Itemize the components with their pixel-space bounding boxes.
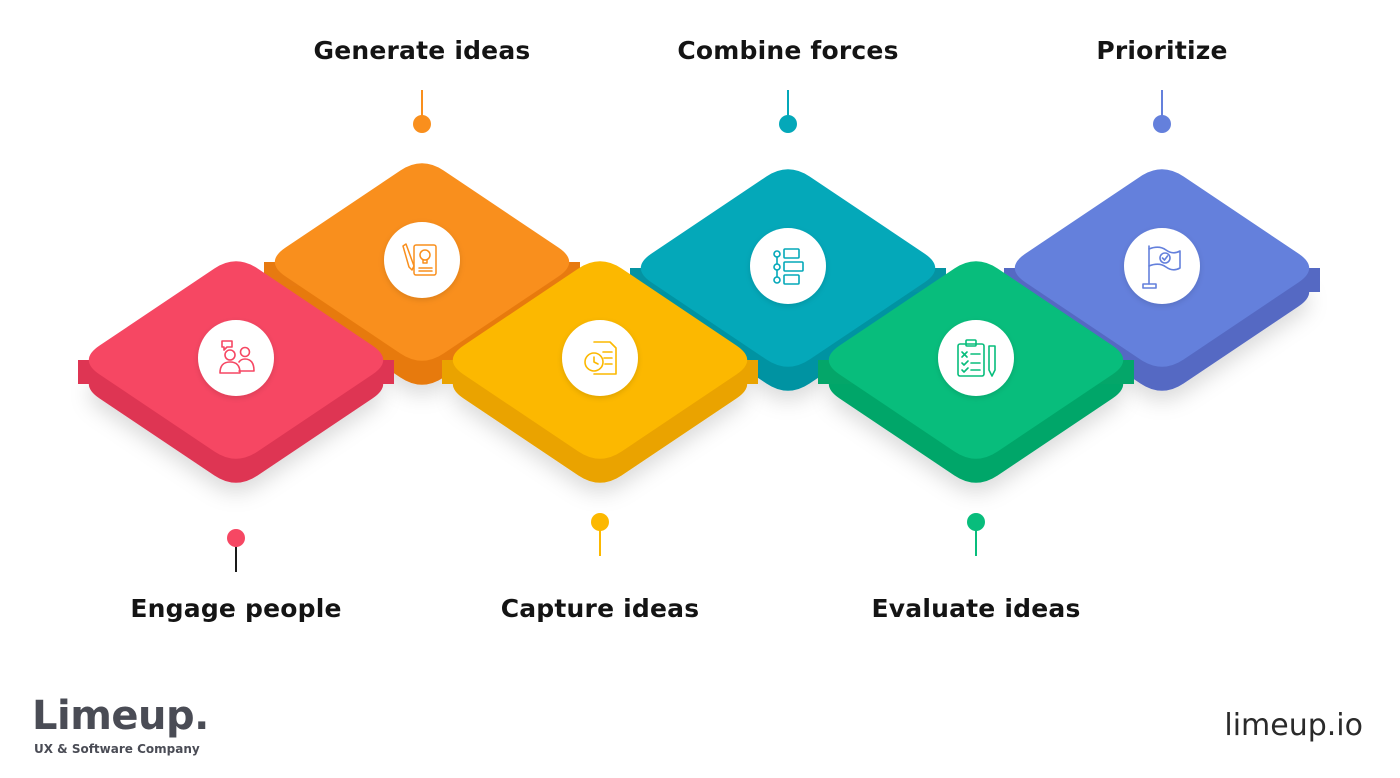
- connector-capture-ideas: [591, 513, 609, 556]
- icon-badge-engage-people: [198, 320, 274, 396]
- icon-badge-generate-ideas: [384, 222, 460, 298]
- logo-tagline: UX & Software Company: [34, 742, 200, 756]
- tile-generate-ideas: [264, 163, 580, 385]
- icon-badge-combine-forces: [750, 228, 826, 304]
- connector-dot: [1153, 115, 1171, 133]
- idea-document-icon: [402, 243, 437, 276]
- icon-badge-prioritize: [1124, 228, 1200, 304]
- people-chat-icon: [219, 340, 255, 374]
- step-label-engage-people: Engage people: [130, 594, 342, 623]
- step-label-prioritize: Prioritize: [1096, 36, 1228, 65]
- connector-evaluate-ideas: [967, 513, 985, 556]
- website-url: limeup.io: [1224, 708, 1363, 743]
- hierarchy-list-icon: [773, 248, 804, 285]
- checklist-pencil-icon: [957, 339, 996, 377]
- tile-capture-ideas: [442, 261, 758, 483]
- connector-dot: [413, 115, 431, 133]
- connector-dot: [967, 513, 985, 531]
- connector-dot: [227, 529, 245, 547]
- step-label-capture-ideas: Capture ideas: [500, 594, 700, 623]
- flag-check-icon: [1142, 245, 1181, 289]
- icon-badge-evaluate-ideas: [938, 320, 1014, 396]
- tile-evaluate-ideas: [818, 261, 1134, 483]
- step-label-generate-ideas: Generate ideas: [313, 36, 531, 65]
- step-label-evaluate-ideas: Evaluate ideas: [871, 594, 1081, 623]
- connector-generate-ideas: [413, 90, 431, 133]
- connector-prioritize: [1153, 90, 1171, 133]
- limeup-logo: Limeup.: [32, 693, 209, 739]
- connector-dot: [591, 513, 609, 531]
- connector-engage-people: [227, 529, 245, 572]
- connector-combine-forces: [779, 90, 797, 133]
- connector-dot: [779, 115, 797, 133]
- clock-document-icon: [584, 341, 617, 375]
- step-label-combine-forces: Combine forces: [677, 36, 899, 65]
- tile-engage-people: [78, 261, 394, 483]
